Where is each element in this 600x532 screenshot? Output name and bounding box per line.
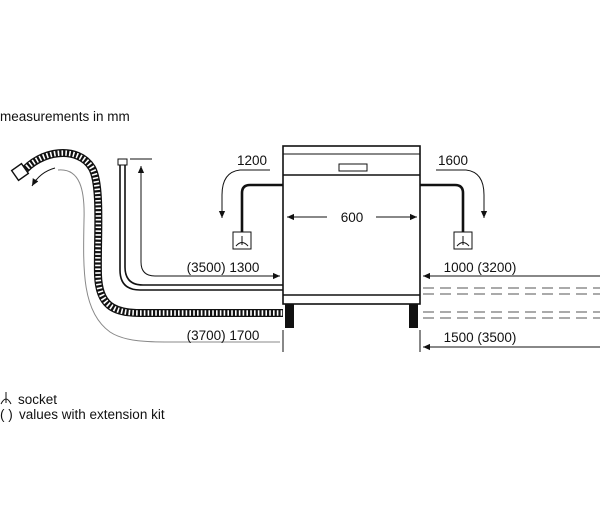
socket-icon [453,231,473,250]
right-drain-label: 1500 (3500) [444,330,517,345]
socket-icon [0,392,12,405]
left-top-label: 1200 [237,153,267,168]
left-inlet-label: (3500) 1300 [187,260,260,275]
legend-socket-label: socket [18,392,57,407]
dishwasher [282,145,421,328]
legend-extension-label: values with extension kit [19,407,165,422]
right-top-label: 1600 [438,153,468,168]
socket-icon [232,231,252,250]
width-dimension: 600 [287,210,417,225]
left-drain-label: (3700) 1700 [187,328,260,343]
control-panel-display [338,163,368,172]
right-drain-dimension: 1500 (3500) [423,330,600,351]
water-tap-icon [117,158,128,166]
units-note: measurements in mm [0,109,130,124]
legend-extension-symbol: ( ) [0,407,13,422]
right-power-cable: 1600 [420,153,488,250]
water-inlet-hose: (3500) 1300 [117,158,283,291]
left-foot [285,304,294,328]
right-foot [409,304,418,328]
right-inlet-dimension: 1000 (3200) [423,260,600,280]
right-hose-extension [423,287,600,319]
left-power-cable: 1200 [218,153,283,250]
legend: socket ( ) values with extension kit [0,392,165,422]
right-inlet-label: 1000 (3200) [444,260,517,275]
drain-hose-icon: (3700) 1700 [10,149,283,343]
width-label: 600 [341,210,364,225]
